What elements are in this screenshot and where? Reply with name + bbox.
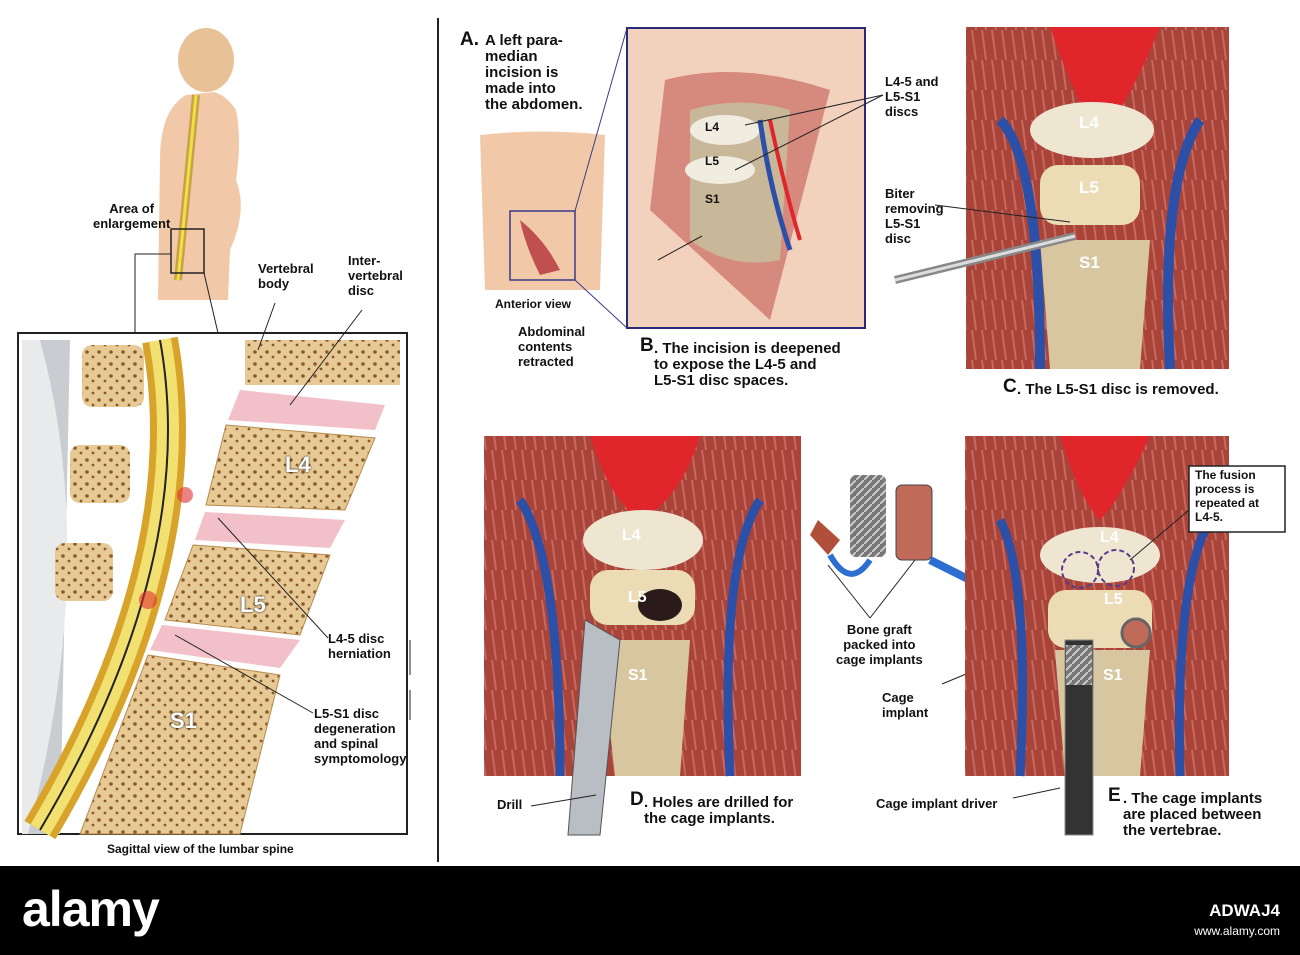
c-s1-label: S1 [1079, 253, 1100, 272]
e-l4-label: L4 [1100, 529, 1119, 546]
drill-figure [484, 436, 801, 836]
watermark-footer: alamy ADWAJ4 www.alamy.com [0, 866, 1300, 955]
c-l5-label: L5 [1079, 178, 1099, 197]
discs-label: L4-5 and L5-S1 discs [885, 74, 939, 119]
drill-label: Drill [497, 797, 523, 812]
d-l5-label: L5 [628, 589, 647, 606]
e-l5-label: L5 [1104, 591, 1123, 608]
panel-c-letter: C [1003, 376, 1017, 397]
panel-e-letter: E [1108, 785, 1121, 806]
degeneration-label: L5-S1 disc degeneration and spinal sympt… [314, 706, 407, 766]
c-l4-label: L4 [1079, 113, 1099, 132]
alamy-logo: alamy [22, 881, 160, 937]
e-s1-label: S1 [1103, 667, 1123, 684]
b-l4-label: L4 [705, 120, 720, 134]
intervertebral-disc-label: Inter- vertebral disc [348, 253, 403, 298]
panel-d-letter: D [630, 789, 644, 810]
vertebral-body-label: Vertebral body [258, 261, 314, 291]
bone-graft-label: Bone graft packed into cage implants [836, 622, 923, 667]
panel-e-caption: . The cage implants are placed between t… [1123, 790, 1263, 839]
b-s1-label: S1 [705, 192, 720, 206]
image-code: ADWAJ4 [1209, 901, 1280, 920]
panel-b-caption: . The incision is deepened to expose the… [654, 340, 841, 389]
left-l4-label: L4 [285, 452, 311, 477]
cage-driver-label: Cage implant driver [876, 796, 998, 811]
panel-b-letter: B [640, 335, 654, 356]
anterior-view-label: Anterior view [495, 297, 572, 311]
abdominal-contents-label: Abdominal contents retracted [518, 324, 586, 369]
panel-a-letter: A. [460, 29, 479, 50]
b-l5-label: L5 [705, 154, 720, 168]
panel-a-text: A left para- median incision is made int… [485, 32, 583, 113]
incision-figure [626, 27, 884, 329]
fusion-note: The fusion process is repeated at L4-5. [1195, 468, 1260, 524]
left-s1-label: S1 [170, 708, 197, 733]
area-of-enlargement-label: Area of enlargement [93, 201, 171, 231]
illustration-canvas [17, 18, 1286, 862]
sagittal-caption: Sagittal view of the lumbar spine [107, 842, 294, 856]
sagittal-spine-figure [17, 302, 411, 840]
site-url: www.alamy.com [1194, 924, 1280, 938]
d-l4-label: L4 [622, 527, 641, 544]
left-l5-label: L5 [240, 592, 266, 617]
panel-c-caption: . The L5-S1 disc is removed. [1017, 381, 1219, 398]
cage-placement-figure [965, 436, 1286, 836]
abdomen-figure [480, 27, 628, 329]
body-silhouette-figure [134, 28, 241, 334]
d-s1-label: S1 [628, 667, 648, 684]
panel-d-caption: . Holes are drilled for the cage implant… [644, 794, 794, 827]
herniation-label: L4-5 disc herniation [328, 631, 391, 661]
enlargement-box [170, 228, 205, 274]
cage-implants-figure [810, 475, 1061, 799]
cage-implant-label: Cage implant [882, 690, 929, 720]
disc-removal-figure [894, 27, 1229, 370]
biter-label: Biter removing L5-S1 disc [885, 186, 944, 246]
